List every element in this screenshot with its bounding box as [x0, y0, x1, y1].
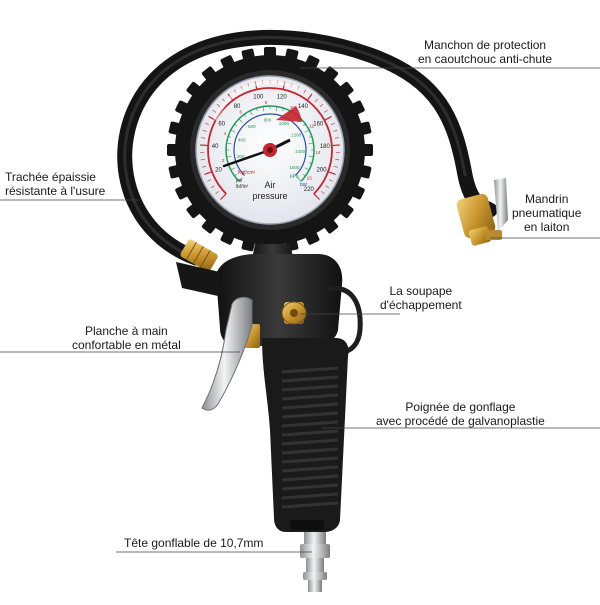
gauge-kpa-label: 400 [238, 137, 246, 142]
gauge-bar-label: 12 [309, 124, 315, 129]
unit-kpa-label: kPa [290, 174, 299, 180]
inflator-nozzle [300, 532, 330, 592]
callout-protection-sleeve: Manchon de protection en caoutchouc anti… [418, 38, 552, 66]
unit-bar-label: bar [300, 182, 308, 188]
gauge-kpa-label: 800 [264, 118, 272, 123]
callout-brass-chuck: Mandrin pneumatique en laiton [512, 192, 581, 234]
unit-lbf-label: lbf/in² [236, 184, 249, 190]
callout-exhaust-valve: La soupape d'échappement [380, 284, 462, 312]
exhaust-valve [282, 302, 306, 324]
gauge-psi-label: 40 [212, 144, 219, 150]
gauge-outer-tick [332, 145, 340, 146]
gauge-kpa-label: 600 [248, 124, 256, 129]
gauge-bar-label: 8 [265, 100, 268, 105]
callout-grip: Poignée de gonflage avec procédé de galv… [376, 400, 545, 428]
gauge-psi-label: 120 [277, 94, 288, 100]
gauge-kpa-label: 1400 [295, 149, 306, 154]
gauge-bar-label: 4 [224, 131, 227, 136]
gauge-label-air: Air [265, 180, 276, 190]
gauge-psi-label: 140 [298, 104, 309, 110]
gauge-psi-label: 180 [320, 144, 331, 150]
gauge-psi-label: 160 [313, 122, 324, 128]
gauge-psi-label: 20 [215, 167, 222, 173]
gauge-outer-tick [200, 145, 208, 146]
callout-metal-lever: Planche à main confortable en métal [72, 324, 181, 352]
callout-nozzle: Tête gonflable de 10,7mm [124, 536, 263, 550]
gauge-bar-label: 14 [315, 150, 321, 155]
callout-thick-hose: Trachée épaissie résistante à l'usure [5, 170, 105, 198]
gauge-bar-label: 2 [222, 158, 225, 163]
gauge-bar-label: 15 [307, 175, 313, 180]
gauge-bar-label: 6 [240, 109, 243, 114]
gauge-kpa-label: 1500 [289, 165, 300, 170]
gauge-label-pressure: pressure [252, 191, 287, 201]
boot-tooth [264, 47, 276, 61]
gauge-psi-label: 100 [253, 94, 264, 100]
gauge-kpa-label: 1200 [291, 133, 302, 138]
unit-kgf-label: Kgf/cm² [238, 170, 256, 176]
inflator-handle [262, 338, 349, 532]
boot-tooth [359, 144, 373, 156]
gauge-kpa-label: 1000 [279, 121, 290, 126]
boot-tooth [167, 144, 181, 156]
gauge-psi-label: 60 [218, 122, 225, 128]
gauge-psi-label: 200 [317, 167, 328, 173]
